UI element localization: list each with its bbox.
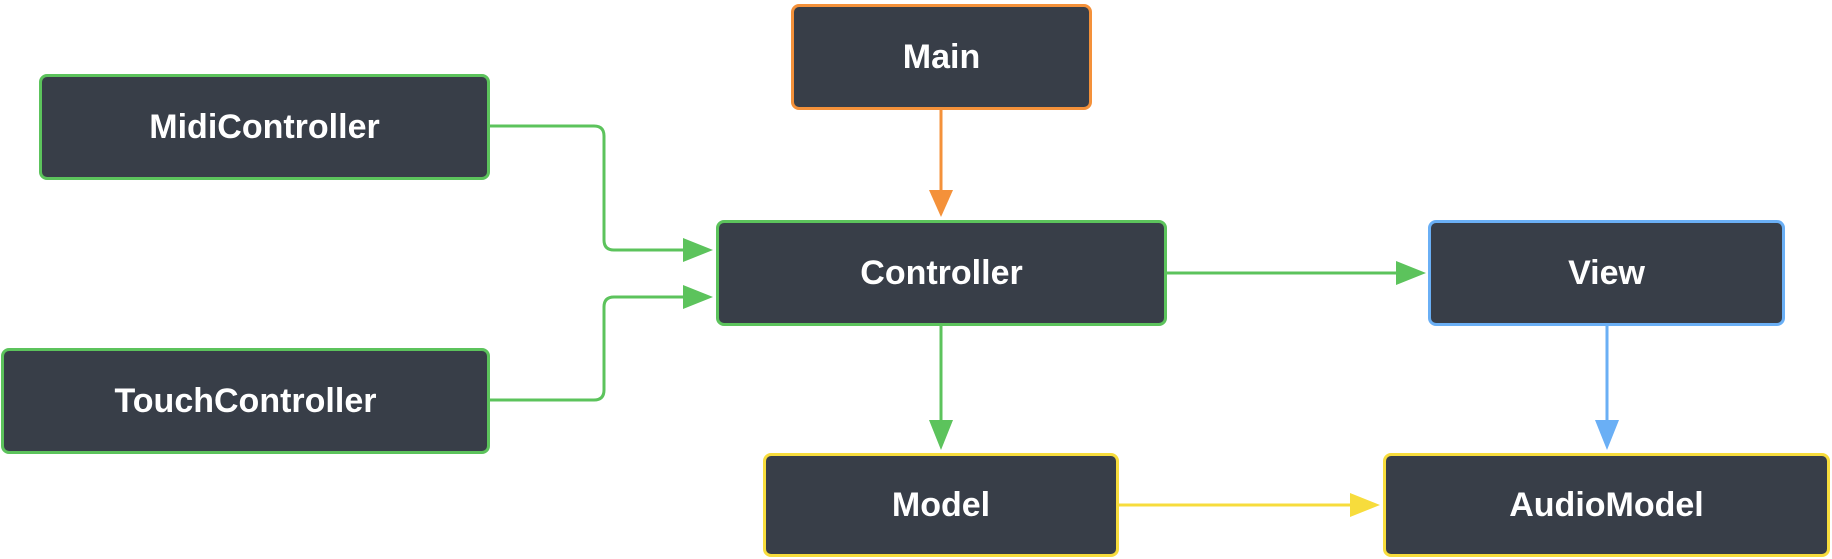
node-touchcontroller-label: TouchController xyxy=(114,381,377,420)
edge-main-to-controller xyxy=(929,110,953,217)
node-view[interactable]: View xyxy=(1428,220,1785,326)
edge-view-to-audiomodel xyxy=(1595,326,1619,450)
edge-model-to-audiomodel xyxy=(1119,493,1380,517)
node-model-label: Model xyxy=(891,485,991,524)
node-view-label: View xyxy=(1568,253,1645,292)
node-audiomodel[interactable]: AudioModel xyxy=(1383,453,1830,557)
edge-touch-to-controller xyxy=(490,285,713,402)
edge-controller-to-view xyxy=(1167,261,1426,285)
node-model[interactable]: Model xyxy=(763,453,1119,557)
node-controller-label: Controller xyxy=(860,253,1023,292)
node-audiomodel-label: AudioModel xyxy=(1509,485,1704,524)
node-main-label: Main xyxy=(902,37,981,76)
edge-midi-to-controller xyxy=(490,124,713,262)
node-midicontroller-label: MidiController xyxy=(149,107,380,146)
node-touchcontroller[interactable]: TouchController xyxy=(1,348,490,454)
node-controller[interactable]: Controller xyxy=(716,220,1167,326)
edge-controller-to-model xyxy=(929,326,953,450)
node-main[interactable]: Main xyxy=(791,4,1092,110)
node-midicontroller[interactable]: MidiController xyxy=(39,74,490,180)
